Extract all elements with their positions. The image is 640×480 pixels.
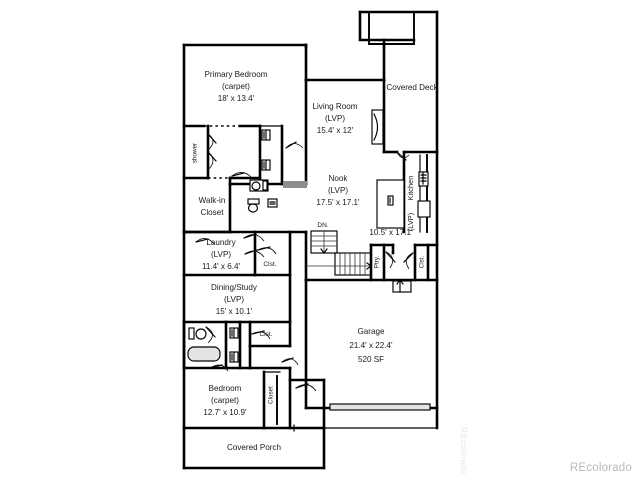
room-label-bedroom-dims: 12.7' x 10.9' [203, 408, 247, 417]
label-closet-garage: Clst. [419, 255, 426, 268]
bathroom-fixtures-primary [247, 179, 307, 213]
closet-laundry-walls [182, 183, 308, 277]
small-labels: shower DN. Clst. Clst. Ptry. Clst. Close… [192, 143, 426, 404]
pantry-mud-walls [369, 243, 439, 293]
room-label-primary-bedroom-name: Primary Bedroom [205, 70, 268, 79]
bathroom-fixtures-hall [187, 327, 239, 363]
room-label-kitchen-dims: 10.5' x 17.1' [369, 228, 413, 237]
room-label-living-room-dims: 15.4' x 12' [317, 126, 354, 135]
room-label-bedroom-flooring: (carpet) [211, 396, 239, 405]
dining-study-walls [182, 273, 292, 324]
room-label-living-room-flooring: (LVP) [325, 114, 345, 123]
room-label-dining-study-flooring: (LVP) [224, 295, 244, 304]
door-swings-hall-bath [205, 326, 299, 372]
living-room-window [371, 109, 384, 145]
room-label-garage-area: 520 SF [358, 355, 384, 364]
garage-walls [304, 278, 439, 411]
room-label-nook-dims: 17.5' x 17.1' [316, 198, 360, 207]
room-label-walkin-closet-sub: Closet [201, 208, 225, 217]
room-label-dining-study-dims: 15' x 10.1' [216, 307, 253, 316]
label-kitchen-flooring: (LVP) [406, 213, 415, 231]
label-closet-hall: Clst. [259, 331, 272, 338]
room-label-laundry-name: Laundry [206, 238, 236, 247]
room-label-bedroom-name: Bedroom [209, 384, 242, 393]
door-swings-mudroom [385, 251, 414, 270]
room-labels: Primary Bedroom (carpet) 18' x 13.4' Liv… [199, 70, 439, 452]
label-shower: shower [192, 143, 199, 163]
door-swings-primary [207, 133, 304, 179]
label-stairs-down: DN. [317, 222, 329, 229]
room-label-primary-bedroom-dims: 18' x 13.4' [218, 94, 255, 103]
label-kitchen-name: Kitchen [406, 176, 415, 201]
room-label-laundry-dims: 11.4' x 6.4' [202, 262, 240, 271]
watermark-vertical: REcolorado [459, 427, 469, 475]
room-label-nook-name: Nook [329, 174, 349, 183]
room-label-nook-flooring: (LVP) [328, 186, 348, 195]
room-label-covered-deck-name: Covered Deck [386, 83, 438, 92]
hall-bath-walls [182, 320, 292, 370]
deck-walls [382, 78, 439, 161]
room-label-walkin-closet-name: Walk-in [199, 196, 226, 205]
room-label-garage-dims: 21.4' x 22.4' [349, 341, 393, 350]
kitchen-walls-counters [376, 150, 431, 234]
master-bath-fixture-icons [261, 129, 271, 171]
room-label-laundry-flooring: (LVP) [211, 250, 231, 259]
label-pantry: Ptry. [374, 256, 381, 269]
room-label-covered-porch: Covered Porch [227, 443, 281, 452]
room-label-living-room-name: Living Room [313, 102, 358, 111]
watermark-brand: REcolorado [569, 462, 632, 474]
label-bedroom-closet: Closet [268, 386, 275, 404]
room-label-garage-name: Garage [358, 327, 385, 336]
room-label-primary-bedroom-flooring: (carpet) [222, 82, 250, 91]
room-label-dining-study-name: Dining/Study [211, 283, 258, 292]
door-swings-laundry [195, 233, 277, 258]
label-closet-laundry: Clst. [263, 261, 276, 268]
exterior-walls [182, 10, 439, 470]
